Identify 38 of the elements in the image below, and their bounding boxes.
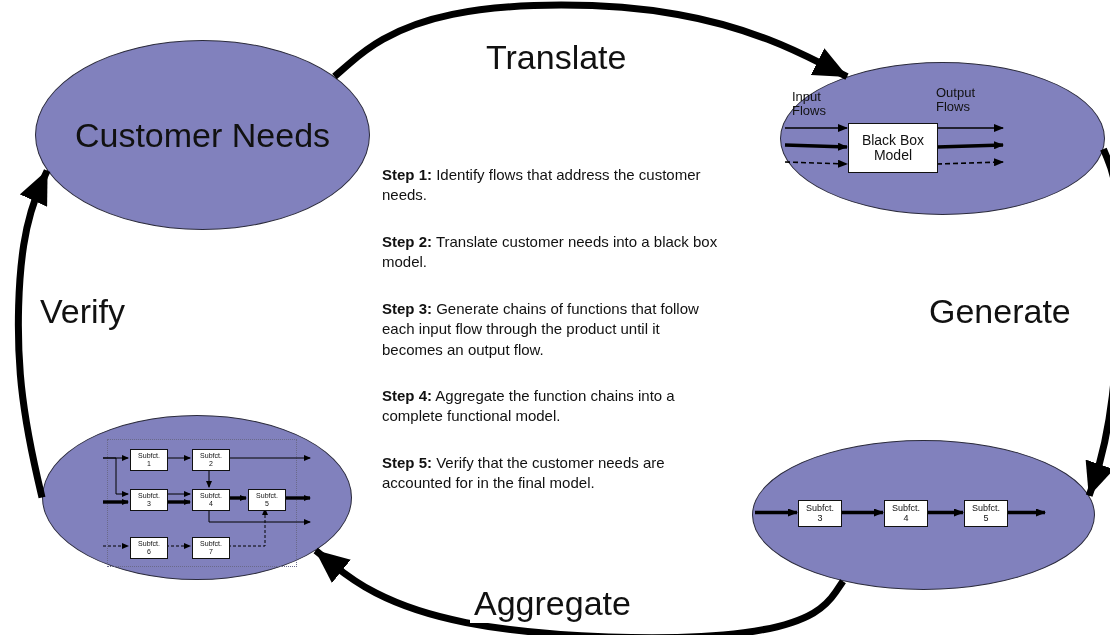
arrow [208,508,311,525]
step-description: Step 3: Generate chains of functions that follow each input flow through the product until it becomes an output flow. [382,299,700,360]
arrow [936,124,1004,132]
step-description: Step 1: Identify flows that address the customer needs. [382,165,702,206]
arrow [166,499,191,505]
arrow [927,508,964,517]
dotted-frame [107,439,297,567]
arrow [227,455,311,461]
curved-arrow [14,169,51,499]
arrow [228,495,247,501]
arrow [227,508,268,547]
arrow [165,491,191,497]
arrow [284,495,311,501]
step-description: Step 5: Verify that the customer needs are accounted for in the final model. [382,453,666,494]
arrow [755,508,798,517]
arrow [1007,508,1046,517]
ellipse: Customer Needs [35,40,370,230]
arrow [841,508,884,517]
arrow [784,142,848,151]
step-description: Step 2: Translate customer needs into a black box model. [382,232,719,273]
arrow [103,499,129,505]
function-box: Subfct. 5 [964,500,1008,527]
arrow [936,158,1004,167]
arrow [206,468,212,488]
function-box: Subfct. 4 [884,500,928,527]
step-description: Step 4: Aggregate the function chains into a complete functional model. [382,386,676,427]
curved-arrow [332,1,849,80]
arrow [102,543,129,549]
arrow [784,159,848,168]
function-box: Black Box Model [848,123,938,173]
curved-arrow [313,547,846,635]
arrow [102,457,129,497]
arrow [165,455,191,461]
arrow [165,543,191,549]
function-box: Subfct. 3 [798,500,842,527]
flow-label: Output Flows [936,86,977,115]
arrow [784,124,848,132]
arrow [936,141,1004,150]
